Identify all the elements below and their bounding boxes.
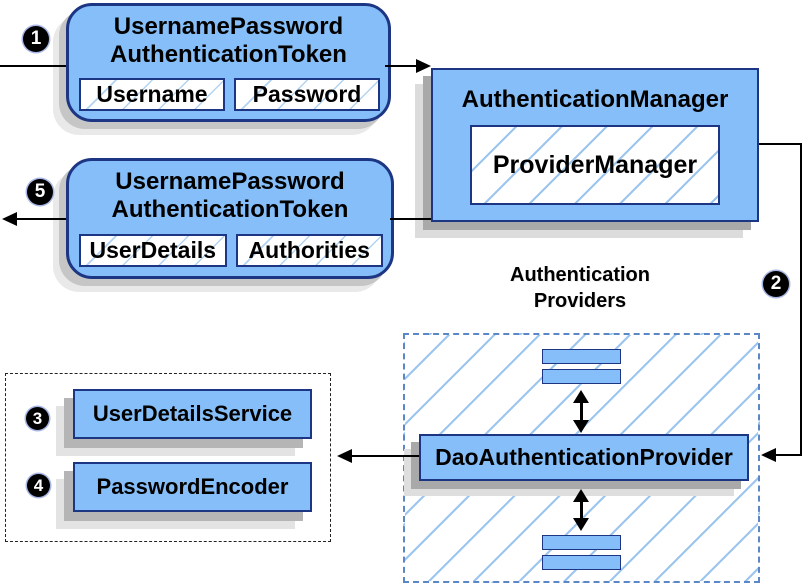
manager-to-provider-line-vertical — [800, 143, 802, 456]
authentication-providers-label: Authentication Providers — [455, 262, 705, 314]
manager-to-provider-line-top — [759, 143, 802, 145]
authentication-providers-label-line1: Authentication — [510, 264, 650, 286]
collaborators-group-box — [5, 373, 331, 542]
arrow-left-icon — [337, 449, 352, 463]
double-arrow-icon — [573, 489, 591, 531]
manager-to-token-line — [390, 218, 431, 220]
user-details-field-box: UserDetails — [79, 234, 227, 267]
username-password-token-response-box: UsernamePassword AuthenticationToken Use… — [66, 158, 394, 279]
authorities-field-box: Authorities — [235, 234, 383, 267]
dao-to-services-line — [352, 455, 419, 457]
token-outgoing-line — [15, 218, 66, 220]
token-request-title: UsernamePassword AuthenticationToken — [69, 13, 388, 69]
step-badge-2: 2 — [763, 271, 789, 297]
dao-authentication-provider-box: DaoAuthenticationProvider — [419, 434, 749, 481]
incoming-request-line — [0, 65, 66, 67]
authentication-manager-box: AuthenticationManager ProviderManager — [431, 68, 759, 222]
token-to-manager-line — [385, 65, 417, 67]
provider-slot-bar — [542, 349, 621, 364]
provider-slot-bar — [542, 369, 621, 384]
step-badge-4: 4 — [27, 474, 50, 497]
arrow-left-icon — [2, 212, 17, 226]
manager-to-provider-line-bottom — [776, 454, 802, 456]
token-request-fields: Username Password — [79, 78, 380, 111]
arrow-up-icon — [573, 390, 589, 403]
token-response-title-line2: AuthenticationToken — [111, 196, 349, 223]
token-response-title-line1: UsernamePassword — [115, 168, 345, 195]
provider-manager-box: ProviderManager — [470, 125, 720, 205]
username-password-token-request-box: UsernamePassword AuthenticationToken Use… — [66, 3, 391, 122]
password-field-box: Password — [234, 78, 380, 111]
arrow-down-icon — [573, 420, 589, 433]
provider-slot-bar — [542, 555, 621, 570]
password-encoder-box: PasswordEncoder — [73, 462, 312, 512]
provider-slot-bar — [542, 535, 621, 550]
token-request-title-line2: AuthenticationToken — [110, 41, 347, 68]
arrow-right-icon — [416, 59, 431, 73]
authentication-providers-label-line2: Providers — [533, 290, 627, 312]
step-badge-5: 5 — [27, 179, 53, 205]
authentication-manager-title: AuthenticationManager — [461, 86, 729, 113]
step-badge-1: 1 — [23, 26, 49, 52]
token-response-title: UsernamePassword AuthenticationToken — [69, 168, 391, 224]
arrow-left-icon — [761, 448, 776, 462]
step-badge-3: 3 — [26, 407, 49, 430]
user-details-service-box: UserDetailsService — [73, 389, 312, 439]
token-request-title-line1: UsernamePassword — [113, 13, 344, 40]
token-response-fields: UserDetails Authorities — [79, 234, 383, 267]
double-arrow-icon — [573, 390, 591, 433]
username-field-box: Username — [79, 78, 225, 111]
arrow-up-icon — [573, 489, 589, 502]
arrow-down-icon — [573, 518, 589, 531]
